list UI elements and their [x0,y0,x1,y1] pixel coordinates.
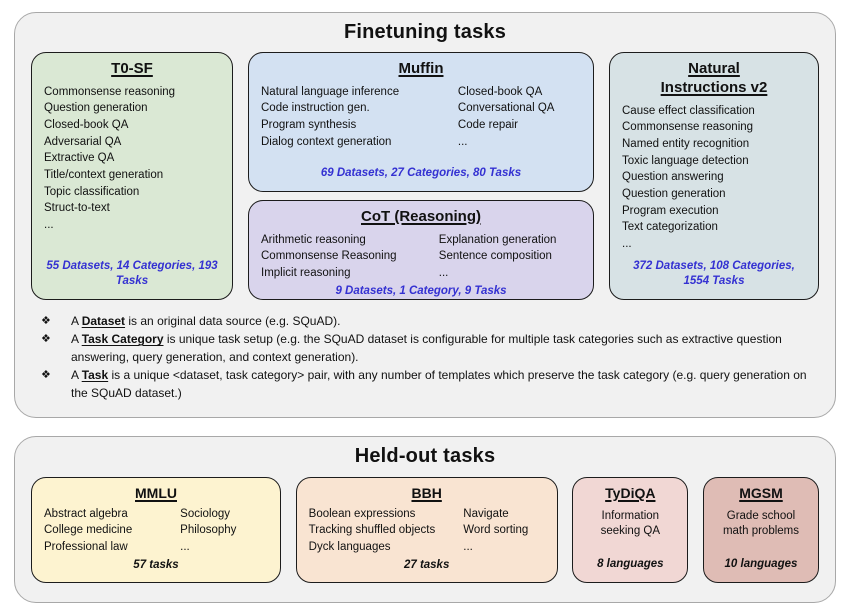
note-task-category: ❖ A Task Category is unique task setup (… [41,330,815,366]
task-item: Text categorization [622,221,718,234]
task-item: ... [438,267,449,280]
task-item: Title/context generation [44,169,164,182]
task-item: Program execution [622,204,719,217]
diamond-bullet-icon: ❖ [41,333,51,345]
note-dataset: ❖ A Dataset is an original data source (… [41,312,815,330]
task-item: College medicine [44,524,133,537]
task-item: Named entity recognition [622,137,750,150]
task-item: Dialog context generation [261,135,392,148]
t0sf-title: T0-SF [111,60,153,77]
mgsm-stats: 10 languages [724,558,798,571]
note-post: is a unique <dataset, task category> pai… [71,368,807,400]
task-item: ... [463,540,473,553]
tydiqa-title: TyDiQA [605,485,656,501]
mgsm-description: Grade school math problems [722,509,799,538]
note-pre: A [71,314,82,328]
task-item: Adversarial QA [44,135,122,148]
t0sf-stats: 55 Datasets, 14 Categories, 193 Tasks [46,260,218,288]
cot-box: CoT (Reasoning) Arithmetic reasoning Com… [248,200,594,300]
task-item: Natural language inference [261,85,400,98]
diamond-bullet-icon: ❖ [41,315,51,327]
task-item: ... [622,237,632,250]
muffin-stats: 69 Datasets, 27 Categories, 80 Tasks [320,167,522,180]
cot-title: CoT (Reasoning) [361,208,481,225]
task-item: Conversational QA [457,102,555,115]
task-item: Topic classification [44,185,140,198]
bbh-item-list: Boolean expressions Tracking shuffled ob… [309,506,545,556]
mgsm-box: MGSM Grade school math problems 10 langu… [702,477,819,583]
heldout-tasks-panel: Held-out tasks MMLU Abstract algebra Col… [14,436,836,603]
note-task: ❖ A Task is a unique <dataset, task cate… [41,366,815,402]
muffin-box: Muffin Natural language inference Code i… [248,52,594,192]
cot-stats: 9 Datasets, 1 Category, 9 Tasks [335,284,507,297]
muffin-item-list: Natural language inference Code instruct… [261,84,581,151]
tydiqa-stats: 8 languages [597,558,664,571]
task-item: Sociology [180,507,231,520]
niv2-stats: 372 Datasets, 108 Categories, 1554 Tasks [633,260,795,288]
note-post: is an original data source (e.g. SQuAD). [125,314,341,328]
tydiqa-description: Information seeking QA [600,509,661,538]
task-item: Question generation [622,187,726,200]
task-item: Implicit reasoning [261,267,351,280]
bbh-stats: 27 tasks [403,558,450,571]
mmlu-title: MMLU [135,485,177,501]
note-post: is unique task setup (e.g. the SQuAD dat… [71,332,782,364]
muffin-title: Muffin [398,60,444,77]
task-item: Word sorting [463,524,529,537]
note-term: Task Category [81,332,164,346]
t0sf-box: T0-SF Commonsense reasoning Question gen… [31,52,233,300]
task-item: ... [180,540,190,553]
task-item: ... [44,219,54,232]
task-item: Arithmetic reasoning [261,233,366,246]
heldout-grid: MMLU Abstract algebra College medicine P… [31,477,819,583]
task-item: Closed-book QA [457,85,543,98]
task-item: Commonsense Reasoning [261,250,397,263]
note-term: Task [81,368,109,382]
task-item: Explanation generation [438,233,557,246]
task-item: Code repair [457,119,519,132]
task-item: Question generation [44,102,148,115]
heldout-panel-title: Held-out tasks [354,445,496,467]
task-item: Dyck languages [308,540,391,553]
task-item: Navigate [463,507,509,520]
finetuning-grid: T0-SF Commonsense reasoning Question gen… [31,52,819,300]
finetuning-middle-column: Muffin Natural language inference Code i… [248,52,594,300]
mmlu-item-list: Abstract algebra College medicine Profes… [44,506,268,556]
task-item: Professional law [44,540,128,553]
finetuning-panel-title: Finetuning tasks [343,21,507,43]
task-item: Abstract algebra [44,507,128,520]
t0sf-item-list: Commonsense reasoning Question generatio… [44,84,220,234]
niv2-box: Natural Instructions v2 Cause effect cla… [609,52,819,300]
task-item: Philosophy [180,524,237,537]
cot-item-list: Arithmetic reasoning Commonsense Reasoni… [261,232,581,282]
task-item: Sentence composition [438,250,552,263]
note-term: Dataset [81,314,126,328]
task-item: Code instruction gen. [261,102,370,115]
bbh-box: BBH Boolean expressions Tracking shuffle… [295,477,558,583]
bbh-title: BBH [411,485,442,501]
note-pre: A [71,332,82,346]
definition-notes: ❖ A Dataset is an original data source (… [31,312,819,402]
task-item: ... [457,135,468,148]
note-pre: A [71,368,82,382]
task-item: Program synthesis [261,119,357,132]
diamond-bullet-icon: ❖ [41,369,51,381]
task-item: Boolean expressions [308,507,416,520]
task-item: Toxic language detection [622,154,749,167]
finetuning-tasks-panel: Finetuning tasks T0-SF Commonsense reaso… [14,12,836,418]
task-item: Closed-book QA [44,119,129,132]
task-item: Extractive QA [44,152,115,165]
tydiqa-box: TyDiQA Information seeking QA 8 language… [572,477,689,583]
task-item: Question answering [622,171,724,184]
task-item: Struct-to-text [44,202,110,215]
task-item: Tracking shuffled objects [308,524,436,537]
task-item: Commonsense reasoning [622,121,754,134]
mmlu-stats: 57 tasks [133,558,179,571]
niv2-title: Natural Instructions v2 [660,60,768,96]
task-item: Commonsense reasoning [44,85,176,98]
mgsm-title: MGSM [739,485,783,501]
task-item: Cause effect classification [622,104,755,117]
mmlu-box: MMLU Abstract algebra College medicine P… [31,477,281,583]
niv2-item-list: Cause effect classification Commonsense … [622,103,806,253]
